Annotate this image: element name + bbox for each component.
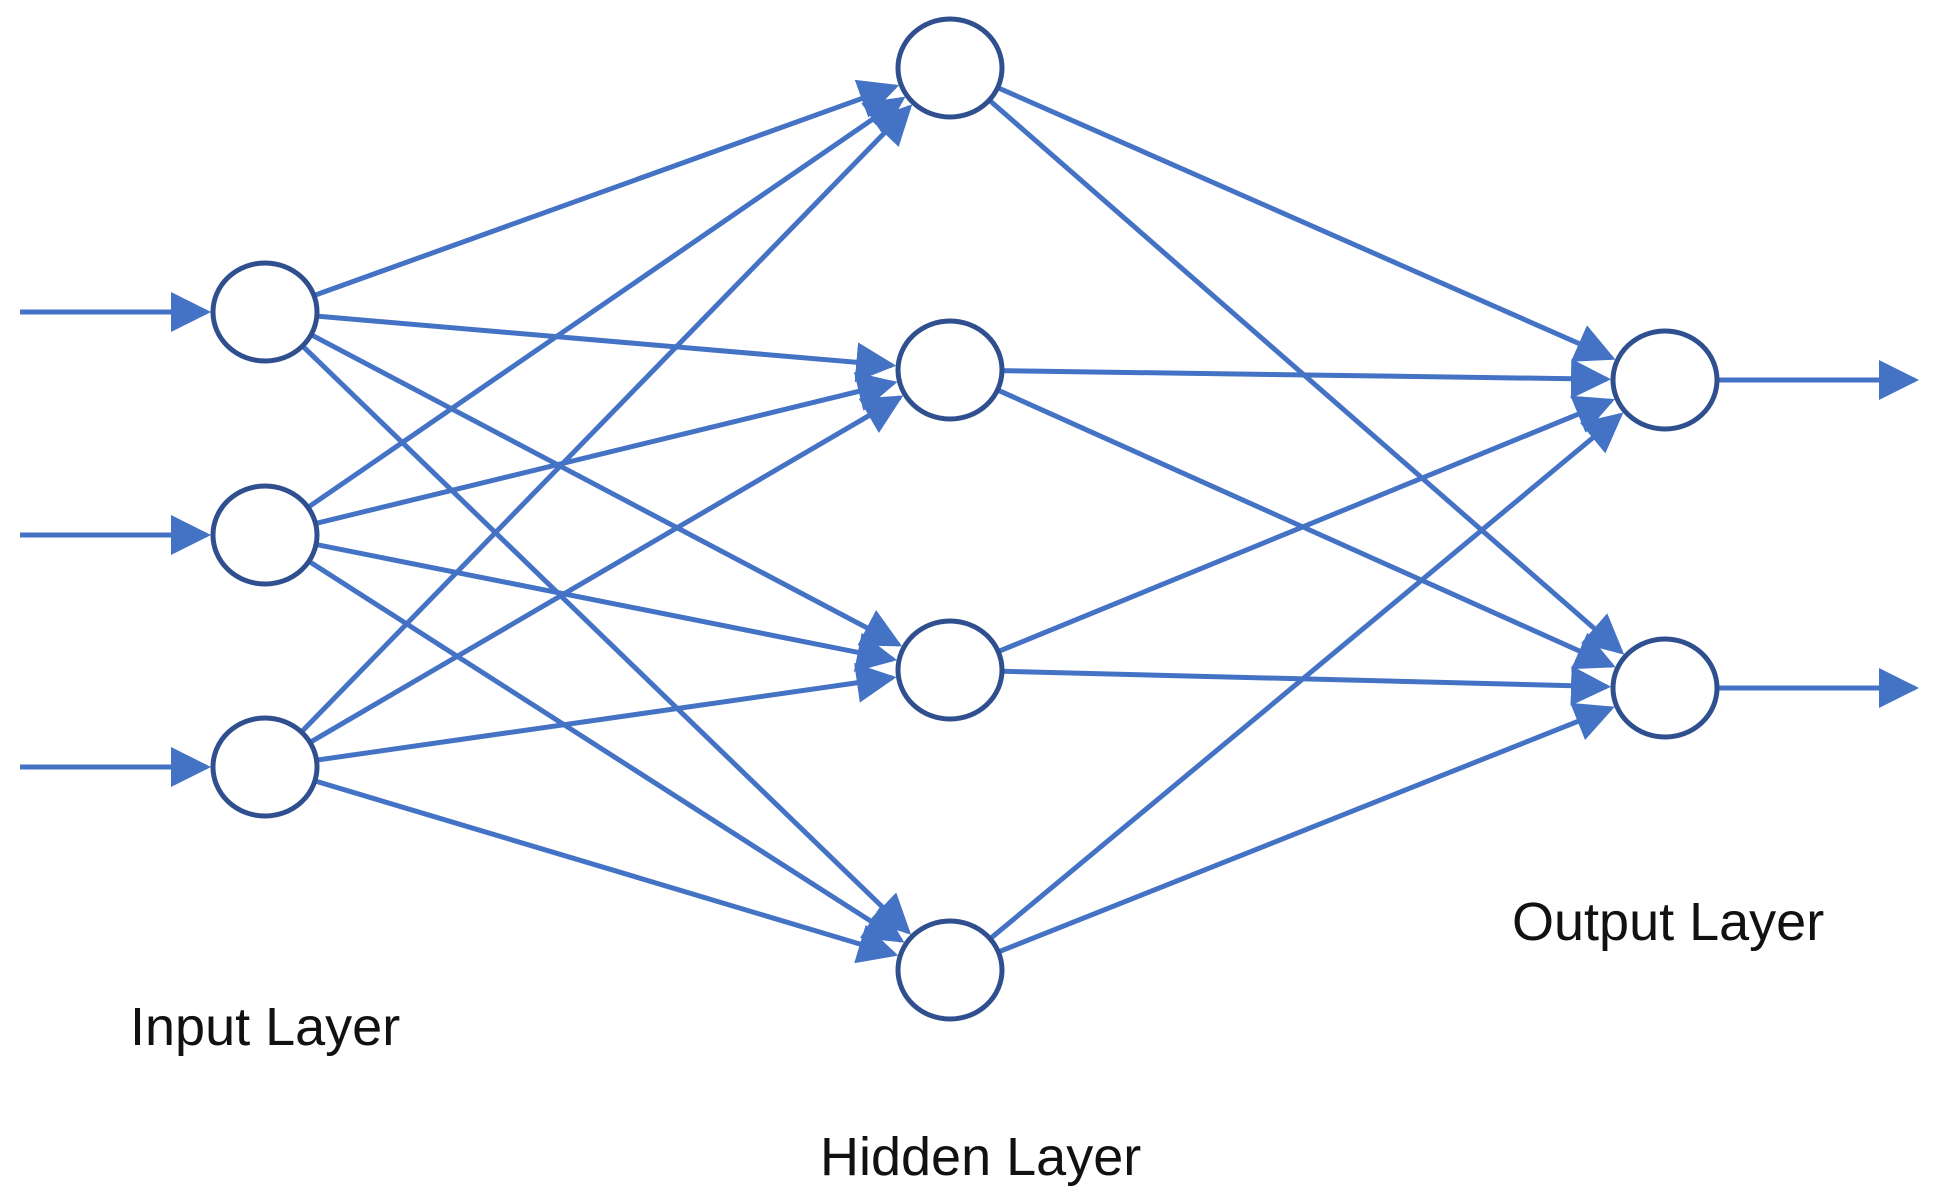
input-hidden-edge-0-1 (312, 313, 897, 383)
input-hidden-edge-2-2 (312, 663, 897, 764)
nodes-group (210, 16, 1720, 1022)
hidden-output-edge-0-0 (992, 83, 1616, 362)
input-node-0 (210, 260, 320, 364)
output-node-1 (1610, 636, 1720, 740)
hidden-layer-label: Hidden Layer (820, 1127, 1141, 1187)
output-node-0 (1610, 328, 1720, 432)
input-node-1 (210, 483, 320, 587)
output-layer-label: Output Layer (1512, 892, 1824, 952)
input-hidden-edge-1-0 (303, 96, 906, 512)
input-hidden-edge-0-2 (306, 330, 903, 647)
input-hidden-edge-2-1 (305, 395, 904, 747)
input-hidden-edge-2-0 (296, 104, 913, 737)
input-hidden-edge-2-3 (310, 777, 899, 964)
hidden-node-1 (895, 318, 1005, 422)
hidden-node-0 (895, 16, 1005, 120)
input-hidden-edge-1-1 (311, 371, 898, 527)
hidden-output-edge-1-0 (997, 358, 1612, 399)
input-layer-label: Input Layer (130, 997, 400, 1057)
hidden-node-3 (895, 918, 1005, 1022)
input-node-2 (210, 715, 320, 819)
hidden-output-edge-3-0 (985, 412, 1624, 944)
input-hidden-edge-1-2 (311, 541, 898, 672)
hidden-node-2 (895, 618, 1005, 722)
io-arrows-group (20, 292, 1919, 787)
connections-group (296, 79, 1625, 964)
input-hidden-edge-0-0 (309, 79, 900, 300)
hidden-output-edge-3-1 (993, 702, 1615, 956)
hidden-output-edge-2-0 (993, 395, 1615, 656)
